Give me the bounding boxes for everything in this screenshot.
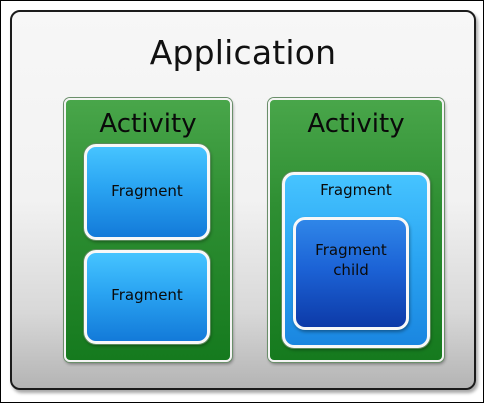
activity-box-right: Activity Fragment Fragment child bbox=[268, 98, 444, 362]
fragment-child-line2: child bbox=[333, 261, 369, 279]
fragment-box-bottom: Fragment bbox=[84, 250, 210, 344]
fragment-label-bottom: Fragment bbox=[111, 286, 183, 304]
fragment-box-parent: Fragment Fragment child bbox=[282, 172, 430, 348]
activity-title-right: Activity bbox=[307, 109, 405, 139]
fragment-label-top: Fragment bbox=[111, 182, 183, 200]
activity-box-left: Activity Fragment Fragment bbox=[64, 98, 232, 362]
fragment-label-parent: Fragment bbox=[320, 181, 392, 199]
fragment-box-top: Fragment bbox=[84, 144, 210, 240]
fragment-child-line1: Fragment bbox=[315, 241, 387, 259]
activity-title-left: Activity bbox=[99, 109, 197, 139]
fragment-child-label: Fragment child bbox=[296, 240, 406, 280]
application-box: Application Activity Fragment Fragment A… bbox=[10, 10, 476, 390]
application-title: Application bbox=[149, 33, 337, 72]
fragment-child-box: Fragment child bbox=[293, 217, 409, 330]
